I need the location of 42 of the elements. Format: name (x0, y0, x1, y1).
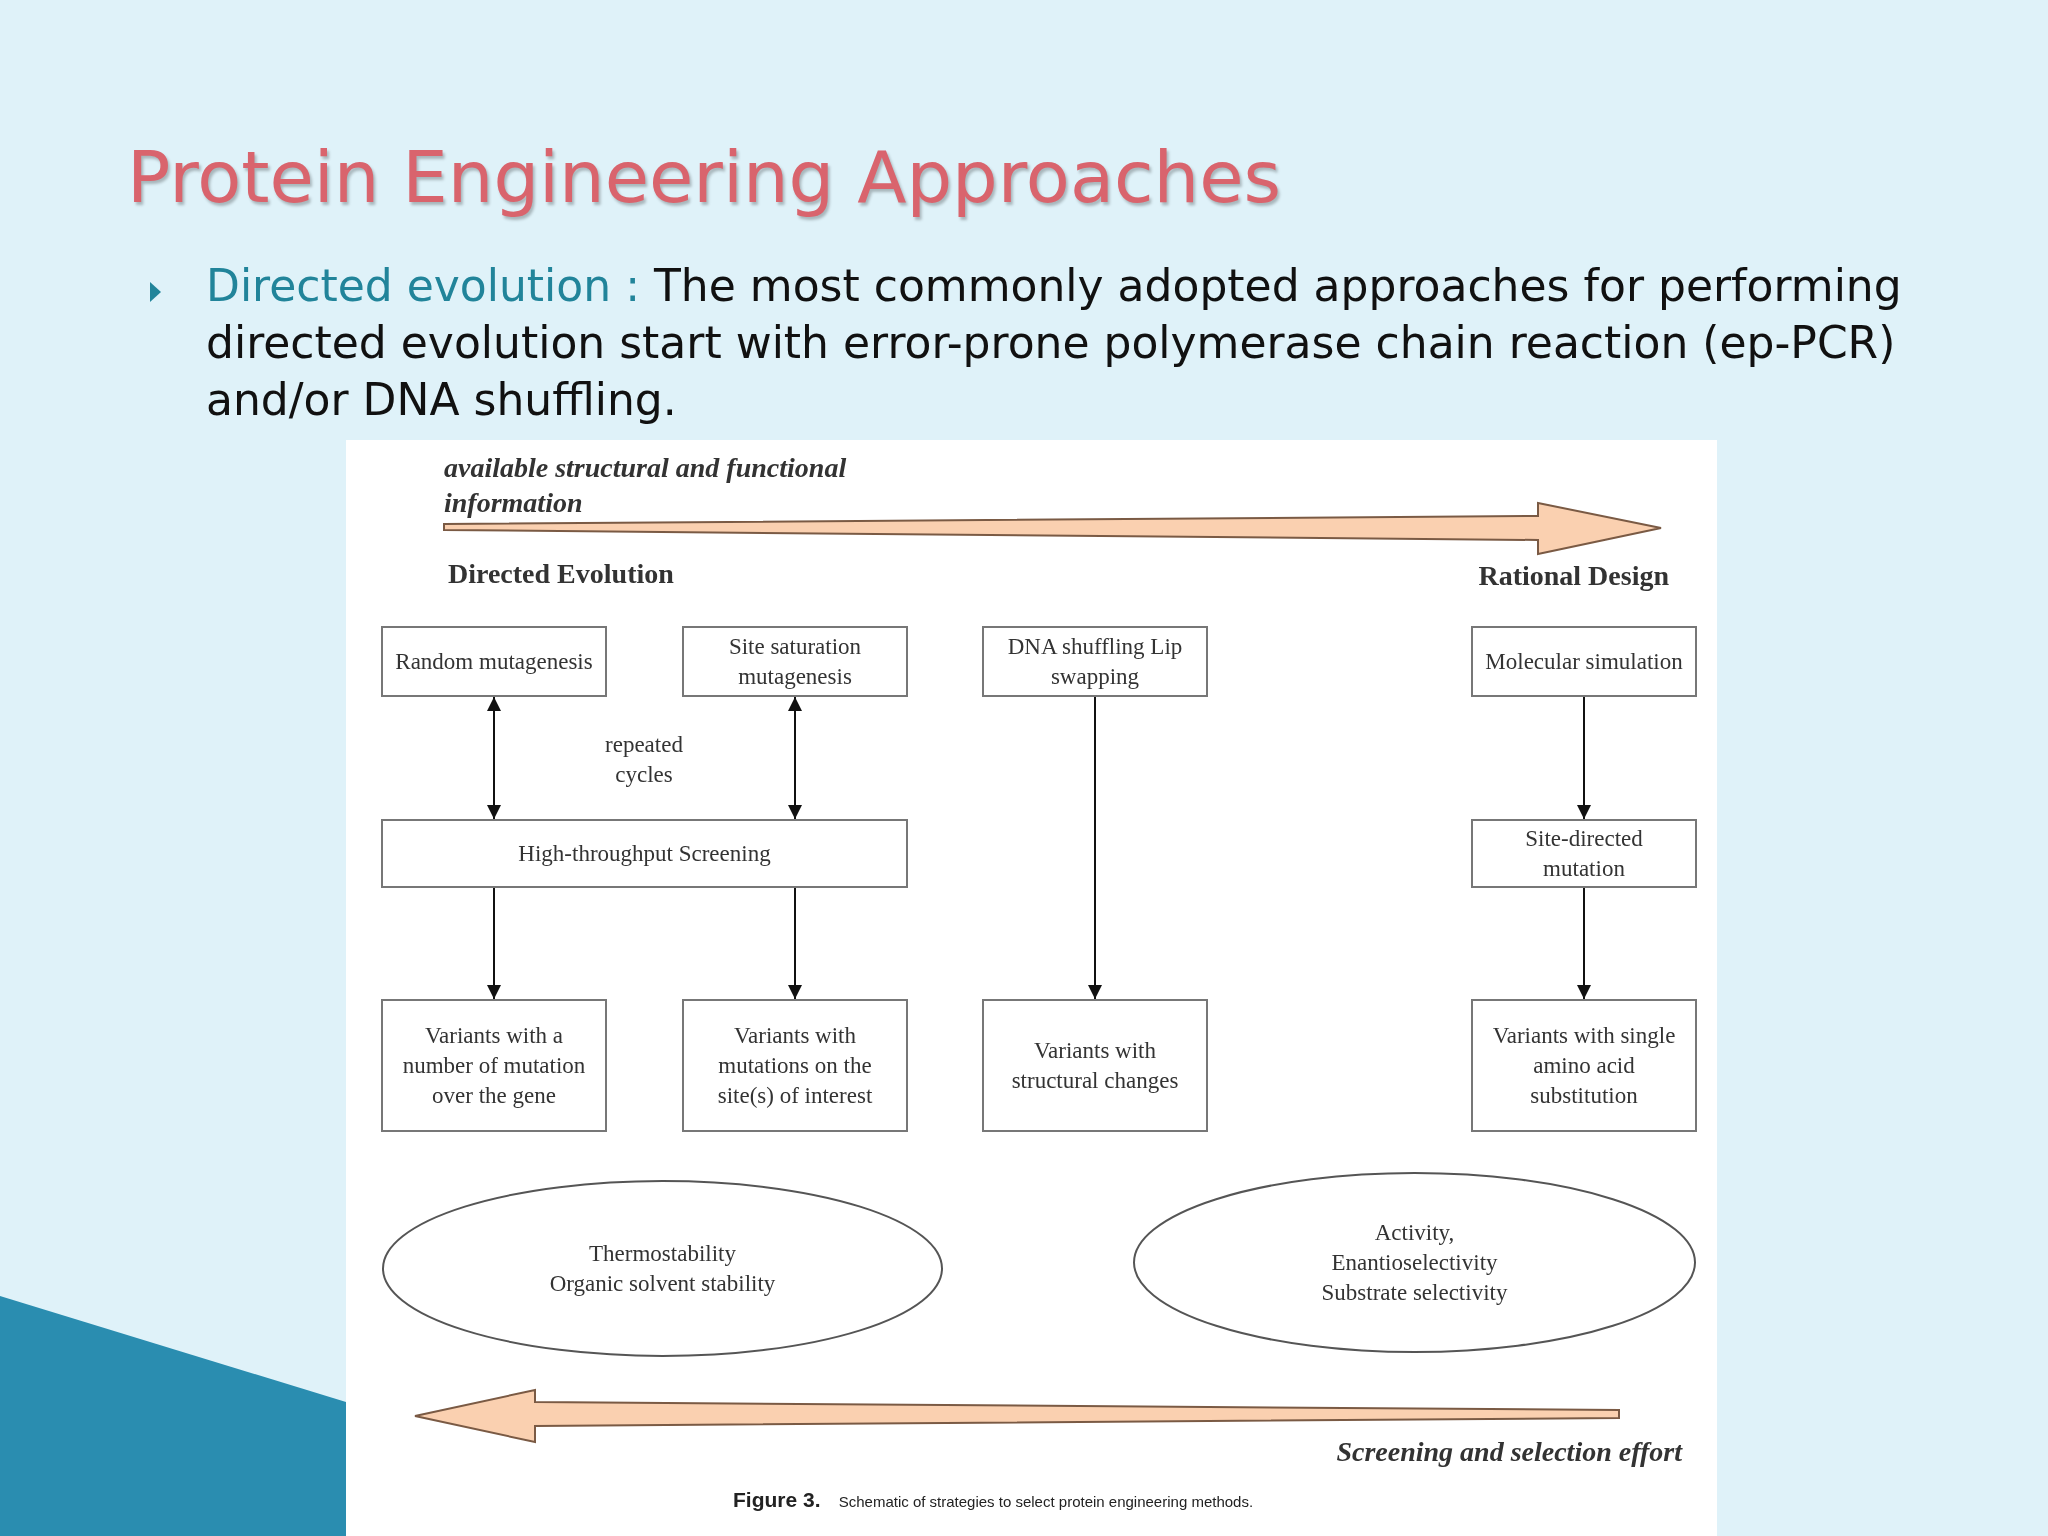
node-text: Random mutagenesis (394, 647, 594, 676)
process-box (682, 999, 908, 1132)
bullet-paragraph: Directed evolution : The most commonly adopted approaches for performing directed evolution start with error-prone polymerase chain reaction (ep-PCR) and/or DNA shuffling. (206, 259, 1903, 427)
arrow (788, 696, 802, 820)
node-text: Substrate selectivity (1320, 1278, 1509, 1307)
node-text: Enantioselectivity (1330, 1248, 1499, 1277)
process-box (1471, 999, 1697, 1132)
node-text: High-throughput Screening (517, 839, 772, 868)
process-box (381, 626, 607, 697)
node-text: Variants with single amino acid substitution (1491, 1021, 1677, 1110)
process-box (381, 999, 607, 1132)
cycle-note: repeated cycles (604, 731, 684, 789)
node-text: Variants with mutations on the site(s) of interest (716, 1021, 874, 1110)
process-box (1471, 626, 1697, 697)
process-box (682, 626, 908, 697)
arrow (487, 887, 501, 1000)
arrow (1088, 696, 1102, 1000)
property-ellipse (381, 1179, 944, 1358)
node-text: Site-directed mutation (1524, 824, 1644, 883)
node-text: DNA shuffling Lip swapping (1006, 632, 1184, 691)
node-text: Site saturation mutagenesis (727, 632, 863, 691)
property-ellipse (1132, 1171, 1697, 1354)
section-heading: Rational Design (1477, 559, 1669, 593)
node-text: Variants with a number of mutation over the gene (401, 1021, 587, 1110)
arrow (1577, 696, 1591, 820)
axis-label: Screening and selection effort (1335, 1435, 1682, 1469)
node-text: Variants with structural changes (1010, 1036, 1180, 1095)
axis-label: available structural and functional information (444, 451, 848, 520)
arrow (487, 696, 501, 820)
figure-caption: Figure 3. Schematic of strategies to select protein engineering methods. (733, 1488, 1254, 1512)
process-box (1471, 819, 1697, 888)
node-text: Organic solvent stability (548, 1269, 777, 1298)
node-text: Molecular simulation (1484, 647, 1684, 676)
section-heading: Directed Evolution (448, 557, 675, 591)
node-text: Activity, (1373, 1218, 1456, 1247)
process-box (381, 819, 908, 888)
arrow (1577, 887, 1591, 1000)
slide-title: Protein Engineering Approaches (127, 135, 1282, 219)
node-text: Thermostability (588, 1239, 737, 1268)
process-box (982, 626, 1208, 697)
arrow (788, 887, 802, 1000)
process-box (982, 999, 1208, 1132)
